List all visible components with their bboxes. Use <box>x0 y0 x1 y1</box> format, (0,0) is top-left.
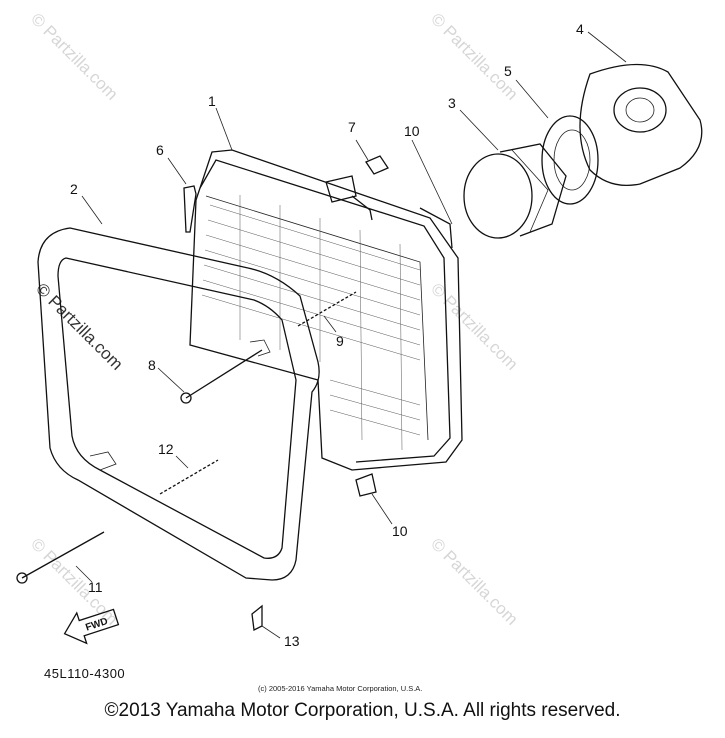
watermark: © Partzilla.com <box>32 279 126 373</box>
callout-6: 6 <box>156 142 164 158</box>
watermark: © Partzilla.com <box>427 279 521 373</box>
callout-9: 9 <box>336 333 344 349</box>
fwd-arrow-icon: FWD <box>63 608 120 645</box>
headlight-unit <box>189 149 463 471</box>
screw-13 <box>251 604 263 631</box>
lens-hatching <box>201 195 421 451</box>
spring-12 <box>159 459 219 495</box>
credit-line: (c) 2005-2016 Yamaha Motor Corporation, … <box>258 684 423 693</box>
leader-lines <box>75 31 627 639</box>
callout-11: 11 <box>88 579 103 595</box>
watermark: © Partzilla.com <box>427 9 521 103</box>
callout-5: 5 <box>504 63 512 79</box>
bulb <box>463 143 567 239</box>
copyright-footer: ©2013 Yamaha Motor Corporation, U.S.A. A… <box>104 700 621 721</box>
callout-3: 3 <box>448 95 456 111</box>
callout-2: 2 <box>70 181 78 197</box>
screw-6 <box>183 185 197 233</box>
callouts: 1 2 3 4 5 6 7 8 9 10 10 11 12 13 <box>70 21 584 649</box>
screw-11 <box>21 531 105 579</box>
callout-1: 1 <box>208 93 216 109</box>
watermark: © Partzilla.com <box>27 9 121 103</box>
watermark: © Partzilla.com <box>427 534 521 628</box>
callout-7: 7 <box>348 119 356 135</box>
socket-ring <box>541 115 599 205</box>
callout-8: 8 <box>148 357 156 373</box>
screw-8 <box>185 349 263 399</box>
fwd-label: FWD <box>84 616 109 634</box>
callout-10-bottom: 10 <box>392 523 408 539</box>
clip-10-bottom <box>355 473 377 497</box>
callout-12: 12 <box>158 441 174 457</box>
clip-7 <box>365 155 389 175</box>
callout-13: 13 <box>284 633 300 649</box>
part-code: 45L110-4300 <box>44 666 126 681</box>
callout-10-top: 10 <box>404 123 420 139</box>
spring-9 <box>297 291 357 327</box>
dust-cover <box>579 63 703 187</box>
small-parts <box>16 155 389 631</box>
callout-4: 4 <box>576 21 584 37</box>
headlight-rim <box>37 227 320 581</box>
